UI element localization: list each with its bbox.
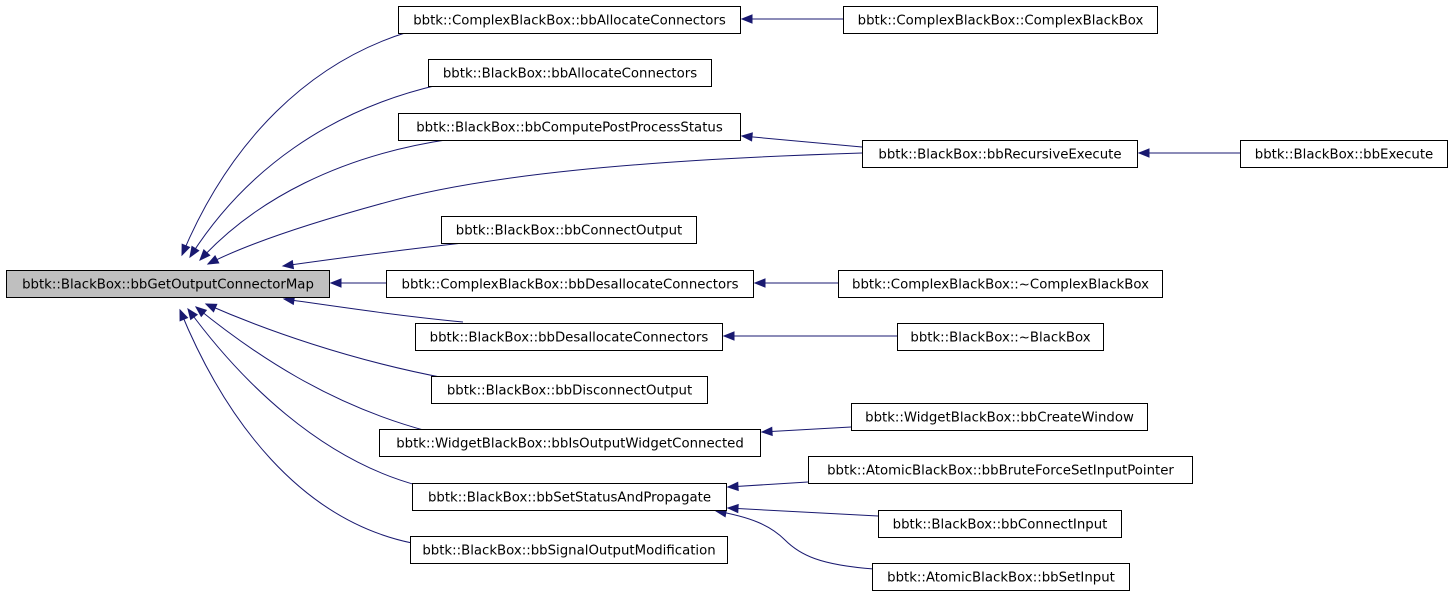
node-a_setin[interactable]: bbtk::AtomicBlackBox::bbSetInput [872, 563, 1130, 591]
edge-b_setstat-to-root [187, 308, 421, 487]
arrowhead-c_dealloc-to-root [329, 278, 342, 288]
node-c_dealloc[interactable]: bbtk::ComplexBlackBox::bbDesallocateConn… [386, 270, 754, 298]
edge-c_alloc-to-root [181, 31, 409, 256]
edge-b_discout-to-root [205, 303, 446, 379]
arrowhead-b_dtor-to-b_dealloc [722, 331, 735, 341]
node-label: bbtk::ComplexBlackBox::bbDesallocateConn… [402, 278, 739, 293]
node-a_brute[interactable]: bbtk::AtomicBlackBox::bbBruteForceSetInp… [808, 456, 1193, 484]
node-box [398, 6, 741, 34]
node-label: bbtk::BlackBox::bbDesallocateConnectors [430, 331, 709, 346]
node-b_sigout[interactable]: bbtk::BlackBox::bbSignalOutputModificati… [410, 536, 728, 564]
node-b_setstat[interactable]: bbtk::BlackBox::bbSetStatusAndPropagate [412, 483, 727, 511]
edge-a_setin-to-b_setstat [715, 510, 875, 570]
arrowhead-c_alloc-to-root [181, 243, 191, 257]
arrowhead-b_rexec-to-b_cpps [740, 132, 753, 142]
arrowhead-b_rexec-to-root [206, 254, 220, 265]
node-box [379, 429, 761, 457]
node-box [838, 270, 1163, 298]
node-box [878, 510, 1122, 538]
node-label: bbtk::BlackBox::bbComputePostProcessStat… [416, 121, 723, 136]
node-label: bbtk::AtomicBlackBox::bbSetInput [887, 571, 1115, 586]
node-label: bbtk::WidgetBlackBox::bbCreateWindow [865, 411, 1134, 426]
node-box [431, 376, 708, 404]
node-b_exec[interactable]: bbtk::BlackBox::bbExecute [1240, 140, 1448, 168]
node-box [808, 456, 1193, 484]
edge-b_connout-to-root [282, 242, 464, 267]
arrowhead-b_connin-to-b_setstat [726, 503, 739, 514]
node-label: bbtk::BlackBox::bbDisconnectOutput [447, 384, 692, 399]
edge-b_dealloc-to-root [283, 298, 464, 323]
arrowhead-b_exec-to-b_rexec [1137, 148, 1150, 158]
node-label: bbtk::AtomicBlackBox::bbBruteForceSetInp… [827, 464, 1174, 479]
node-box [415, 323, 723, 351]
node-b_rexec[interactable]: bbtk::BlackBox::bbRecursiveExecute [862, 140, 1138, 168]
node-label: bbtk::BlackBox::bbSetStatusAndPropagate [428, 491, 711, 506]
node-box [1240, 140, 1448, 168]
node-label: bbtk::ComplexBlackBox::ComplexBlackBox [858, 14, 1144, 29]
node-box [386, 270, 754, 298]
node-label: bbtk::BlackBox::bbAllocateConnectors [443, 67, 697, 82]
node-box [441, 216, 697, 244]
node-c_alloc[interactable]: bbtk::ComplexBlackBox::bbAllocateConnect… [398, 6, 741, 34]
edge-b_sigout-to-root [179, 309, 413, 544]
node-label: bbtk::BlackBox::bbExecute [1255, 148, 1433, 163]
node-box [862, 140, 1138, 168]
edge-w_isout-to-root [195, 306, 428, 432]
node-w_isout[interactable]: bbtk::WidgetBlackBox::bbIsOutputWidgetCo… [379, 429, 761, 457]
arrowhead-c_dtor-to-c_dealloc [753, 278, 766, 288]
node-b_dealloc[interactable]: bbtk::BlackBox::bbDesallocateConnectors [415, 323, 723, 351]
node-b_cpps[interactable]: bbtk::BlackBox::bbComputePostProcessStat… [398, 113, 741, 141]
node-label: bbtk::BlackBox::bbConnectOutput [456, 224, 682, 239]
node-box [428, 59, 712, 87]
edge-a_brute-to-b_setstat [727, 481, 809, 488]
edge-b_alloc-to-root [189, 84, 439, 258]
edge-b_rexec-to-b_cpps [741, 135, 863, 148]
node-label: bbtk::BlackBox::bbConnectInput [893, 518, 1108, 533]
nodes-layer: bbtk::BlackBox::bbGetOutputConnectorMapb… [6, 6, 1448, 591]
node-box [872, 563, 1130, 591]
node-box [851, 403, 1148, 431]
arrowhead-b_cpps-to-root [199, 249, 211, 261]
node-box [412, 483, 727, 511]
edge-w_create-to-w_isout [761, 426, 852, 433]
node-box [410, 536, 728, 564]
node-root[interactable]: bbtk::BlackBox::bbGetOutputConnectorMap [6, 270, 330, 298]
node-label: bbtk::ComplexBlackBox::~ComplexBlackBox [852, 278, 1149, 293]
node-box [6, 270, 330, 298]
arrowhead-b_sigout-to-root [179, 308, 189, 322]
arrowhead-b_alloc-to-root [189, 245, 200, 259]
edge-b_cpps-to-root [199, 138, 453, 261]
node-b_discout[interactable]: bbtk::BlackBox::bbDisconnectOutput [431, 376, 708, 404]
node-b_connin[interactable]: bbtk::BlackBox::bbConnectInput [878, 510, 1122, 538]
node-label: bbtk::BlackBox::~BlackBox [910, 331, 1090, 346]
arrowhead-w_create-to-w_isout [760, 426, 773, 437]
node-c_dtor[interactable]: bbtk::ComplexBlackBox::~ComplexBlackBox [838, 270, 1163, 298]
edge-b_rexec-to-root [207, 152, 863, 265]
node-b_dtor[interactable]: bbtk::BlackBox::~BlackBox [897, 323, 1104, 351]
arrowhead-b_discout-to-root [204, 303, 218, 313]
arrowhead-w_isout-to-root [194, 306, 208, 318]
node-b_connout[interactable]: bbtk::BlackBox::bbConnectOutput [441, 216, 697, 244]
arrowhead-c_ctor-to-c_alloc [740, 14, 753, 24]
node-box [843, 6, 1158, 34]
node-label: bbtk::BlackBox::bbRecursiveExecute [878, 148, 1121, 163]
node-box [398, 113, 741, 141]
node-c_ctor[interactable]: bbtk::ComplexBlackBox::ComplexBlackBox [843, 6, 1158, 34]
arrowhead-b_connout-to-root [281, 259, 295, 270]
node-label: bbtk::ComplexBlackBox::bbAllocateConnect… [413, 14, 726, 29]
edge-b_connin-to-b_setstat [727, 507, 879, 517]
arrowhead-b_setstat-to-root [187, 307, 199, 321]
node-box [897, 323, 1104, 351]
node-label: bbtk::WidgetBlackBox::bbIsOutputWidgetCo… [396, 437, 744, 452]
node-label: bbtk::BlackBox::bbGetOutputConnectorMap [22, 278, 314, 293]
node-w_create[interactable]: bbtk::WidgetBlackBox::bbCreateWindow [851, 403, 1148, 431]
arrowhead-a_brute-to-b_setstat [726, 481, 739, 492]
node-label: bbtk::BlackBox::bbSignalOutputModificati… [422, 544, 715, 559]
node-b_alloc[interactable]: bbtk::BlackBox::bbAllocateConnectors [428, 59, 712, 87]
